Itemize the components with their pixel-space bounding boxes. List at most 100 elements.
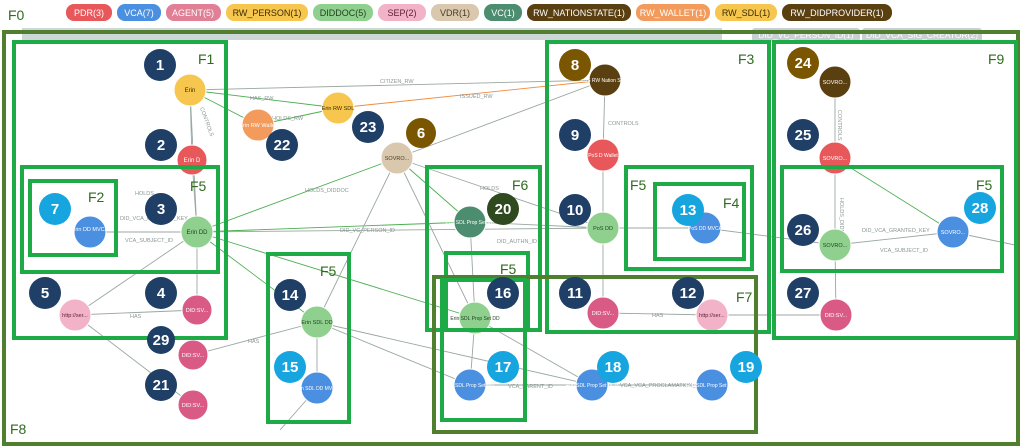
edge <box>189 79 606 91</box>
badge-19: 19 <box>730 351 762 383</box>
svg-text:13: 13 <box>680 202 697 219</box>
svg-text:HOLDS_DIDDOC: HOLDS_DIDDOC <box>305 188 349 194</box>
svg-text:DID:SV...: DID:SV... <box>592 311 615 317</box>
graph-node[interactable]: PoS DD <box>586 211 620 245</box>
frame-f1 <box>12 40 228 340</box>
frame-label-f5d: F5 <box>500 261 517 277</box>
graph-node[interactable]: DID:SV... <box>181 294 213 326</box>
graph-node[interactable]: http://ser... <box>695 298 729 332</box>
graph-node[interactable]: DID:SV... <box>586 296 620 330</box>
graph-node[interactable]: Erin SDL DD <box>300 305 334 339</box>
badge-29: 29 <box>147 326 175 354</box>
frame-f5-bottom <box>440 278 527 422</box>
graph-node[interactable]: SOVRO... <box>818 141 852 175</box>
svg-text:HOLDS_RW: HOLDS_RW <box>272 116 304 122</box>
svg-text:5: 5 <box>41 285 49 302</box>
graph-node[interactable]: Erin SDL Prop Set VC <box>445 205 495 239</box>
graph-node[interactable]: SOVRO... <box>936 215 970 249</box>
svg-text:DID_VC_PERSON_ID: DID_VC_PERSON_ID <box>340 228 395 234</box>
legend-pill-pdr[interactable]: PDR(3) <box>66 4 112 21</box>
graph-node[interactable]: Erin DD <box>180 215 214 249</box>
frames <box>2 30 1020 446</box>
svg-text:1: 1 <box>156 57 164 74</box>
edge <box>196 221 471 233</box>
badge-25: 25 <box>787 119 819 151</box>
legend-pill-rw-wallet[interactable]: RW_WALLET(1) <box>636 4 710 21</box>
svg-text:RW_PERSON(1): RW_PERSON(1) <box>233 8 302 18</box>
edge <box>602 312 713 316</box>
badge-11: 11 <box>559 277 591 309</box>
graph-node[interactable]: Erin SDL DD MVCA <box>295 371 340 405</box>
svg-text:PoS D Wallet: PoS D Wallet <box>588 153 618 159</box>
svg-text:DID:SV...: DID:SV... <box>825 313 848 319</box>
graph-node[interactable]: DID:SV... <box>177 389 209 421</box>
edge <box>316 321 471 386</box>
legend-pill-vdr[interactable]: VDR(1) <box>431 4 479 21</box>
frame-f5-center <box>444 251 530 332</box>
legend-pill-rw-nationstate[interactable]: RW_NATIONSTATE(1) <box>527 4 631 21</box>
legend-pill-sep[interactable]: SEP(2) <box>378 4 426 21</box>
legend-pill-diddoc[interactable]: DIDDOC(5) <box>313 4 373 21</box>
graph-node[interactable]: DID:SV... <box>819 298 853 332</box>
svg-text:Erin: Erin <box>185 88 196 94</box>
badge-1: 1 <box>144 49 176 81</box>
svg-text:ISSUED_RW: ISSUED_RW <box>460 94 493 100</box>
frame-label-f0: F0 <box>8 7 25 23</box>
svg-text:VDR(1): VDR(1) <box>440 8 470 18</box>
legend-pill-rw-didprovider[interactable]: RW_DIDPROVIDER(1) <box>782 4 892 21</box>
graph-node[interactable]: Erin D <box>176 144 208 176</box>
frame-label-f6: F6 <box>512 177 529 193</box>
graph-node[interactable]: PoS D Wallet <box>586 138 620 172</box>
svg-text:26: 26 <box>795 222 812 239</box>
graph-node[interactable]: Erin SDL Prop Set VCA <box>686 368 739 402</box>
svg-text:SEP(2): SEP(2) <box>387 8 416 18</box>
svg-text:PoS RW Nation State: PoS RW Nation State <box>581 78 629 84</box>
graph-node[interactable]: Erin RW SDL <box>321 91 355 125</box>
legend-pill-agent[interactable]: AGENT(5) <box>166 4 221 21</box>
graph-node[interactable]: SOVRO... <box>818 228 852 262</box>
graph-node[interactable]: SOVRO... <box>380 141 414 175</box>
legend-pill-rw-person[interactable]: RW_PERSON(1) <box>226 4 308 21</box>
svg-text:SOVRO...: SOVRO... <box>823 156 848 162</box>
graph-node[interactable]: PoS RW Nation State <box>581 63 629 97</box>
svg-text:9: 9 <box>571 127 579 144</box>
svg-text:DID:SV...: DID:SV... <box>182 353 205 359</box>
badge-13: 13 <box>672 194 704 226</box>
graph-node[interactable]: Erin RW Wallet <box>240 108 277 142</box>
badge-2: 2 <box>145 129 177 161</box>
legend-pill-vc[interactable]: VC(1) <box>484 4 522 21</box>
edge <box>469 221 604 229</box>
legend-pill-rw-sdl[interactable]: RW_SDL(1) <box>715 4 777 21</box>
svg-text:http://ser...: http://ser... <box>699 313 725 319</box>
svg-text:HAS_RW: HAS_RW <box>250 96 274 102</box>
graph-node[interactable]: Erin SDL Prop Set DD <box>450 301 500 335</box>
graph-node[interactable]: Erin <box>173 73 207 107</box>
svg-text:24: 24 <box>795 55 812 72</box>
graph-node[interactable]: Erin DD MVCA <box>72 215 109 249</box>
svg-text:VCA_SUBJECT_ID: VCA_SUBJECT_ID <box>880 248 928 254</box>
edge <box>196 157 398 233</box>
legend-pill-vca[interactable]: VCA(7) <box>117 4 161 21</box>
svg-text:HOLDS: HOLDS <box>480 186 499 192</box>
frame-f3 <box>545 40 771 334</box>
svg-text:27: 27 <box>795 285 812 302</box>
graph-node[interactable]: http://ser... <box>58 298 92 332</box>
frame-label-f7: F7 <box>736 289 753 305</box>
svg-text:RW_NATIONSTATE(1): RW_NATIONSTATE(1) <box>533 8 625 18</box>
edge <box>834 231 954 246</box>
graph-node[interactable]: DID:SV... <box>177 339 209 371</box>
graph-node[interactable]: Erin SDL Prop Set MV. <box>445 368 496 402</box>
frame-label-f8: F8 <box>10 421 27 437</box>
badge-15: 15 <box>274 351 306 383</box>
svg-text:28: 28 <box>972 200 989 217</box>
svg-text:18: 18 <box>605 359 622 376</box>
svg-text:14: 14 <box>282 287 299 304</box>
graph-node[interactable]: Erin SDL Prop Set VCA <box>566 368 619 402</box>
badge-23: 23 <box>352 111 384 143</box>
svg-text:Erin SDL Prop Set DD: Erin SDL Prop Set DD <box>450 316 500 322</box>
graph-node[interactable]: SOVRO... <box>818 65 852 99</box>
badge-12: 12 <box>672 277 704 309</box>
svg-text:Erin D: Erin D <box>184 158 201 164</box>
badge-26: 26 <box>787 214 819 246</box>
